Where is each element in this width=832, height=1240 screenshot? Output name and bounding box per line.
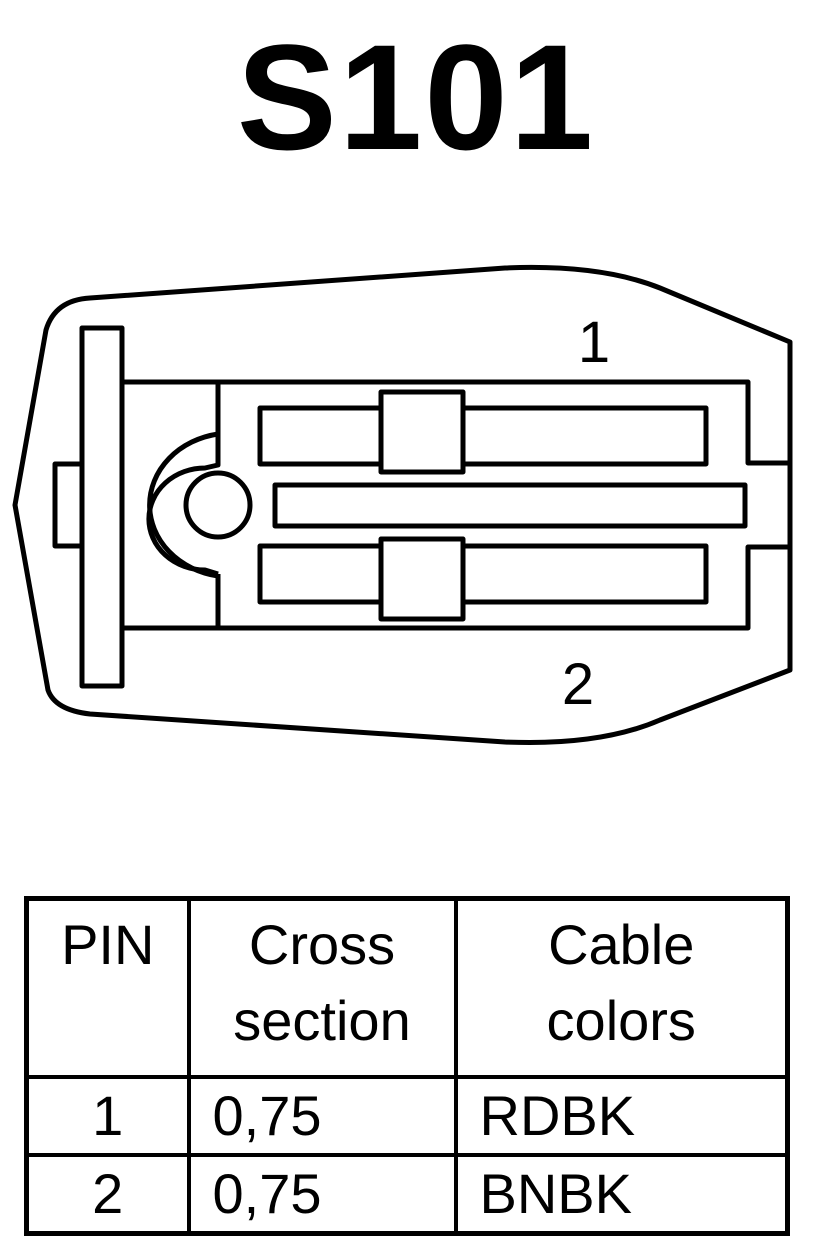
header-cross-section: Cross section	[186, 896, 458, 1079]
header-cable-colors: Cable colors	[453, 896, 790, 1079]
side-nub	[52, 461, 85, 549]
cell-cross-section: 0,75	[186, 1075, 458, 1157]
header-cross-section-line-2: section	[233, 989, 411, 1052]
terminal-slot-2	[257, 543, 709, 605]
header-pin-line-1: PIN	[61, 913, 155, 976]
pin-label-2: 2	[562, 652, 594, 717]
pin-label-1: 1	[578, 310, 610, 375]
table-row: 2 0,75 BNBK	[24, 1153, 790, 1236]
cell-pin: 1	[24, 1075, 191, 1157]
header-cable-colors-line-2: colors	[546, 989, 696, 1052]
cell-cross-section: 0,75	[186, 1153, 458, 1236]
center-hole-guide-inner	[146, 434, 221, 577]
connector-title: S101	[236, 13, 596, 181]
cell-cable-color: RDBK	[453, 1075, 790, 1157]
header-pin: PIN	[24, 896, 191, 1079]
pin-assignment-table: PIN Cross section Cable colors 1 0,75 RD…	[24, 896, 790, 1236]
terminal-contact-1	[378, 389, 466, 475]
inner-frame	[122, 379, 790, 631]
cell-cable-color: BNBK	[453, 1153, 790, 1236]
connector-housing-outline	[12, 264, 793, 746]
connector-diagram: 1 2	[12, 264, 793, 746]
cell-pin: 2	[24, 1153, 191, 1236]
middle-rail	[272, 482, 748, 529]
terminal-slot-1	[257, 405, 709, 467]
center-hole	[183, 470, 253, 540]
terminal-contact-2	[378, 536, 466, 622]
header-cross-section-line-1: Cross	[248, 913, 396, 976]
table-row: 1 0,75 RDBK	[24, 1075, 790, 1157]
table-header-row: PIN Cross section Cable colors	[24, 896, 790, 1079]
locking-tab	[79, 325, 125, 689]
header-cable-colors-line-1: Cable	[548, 913, 695, 976]
